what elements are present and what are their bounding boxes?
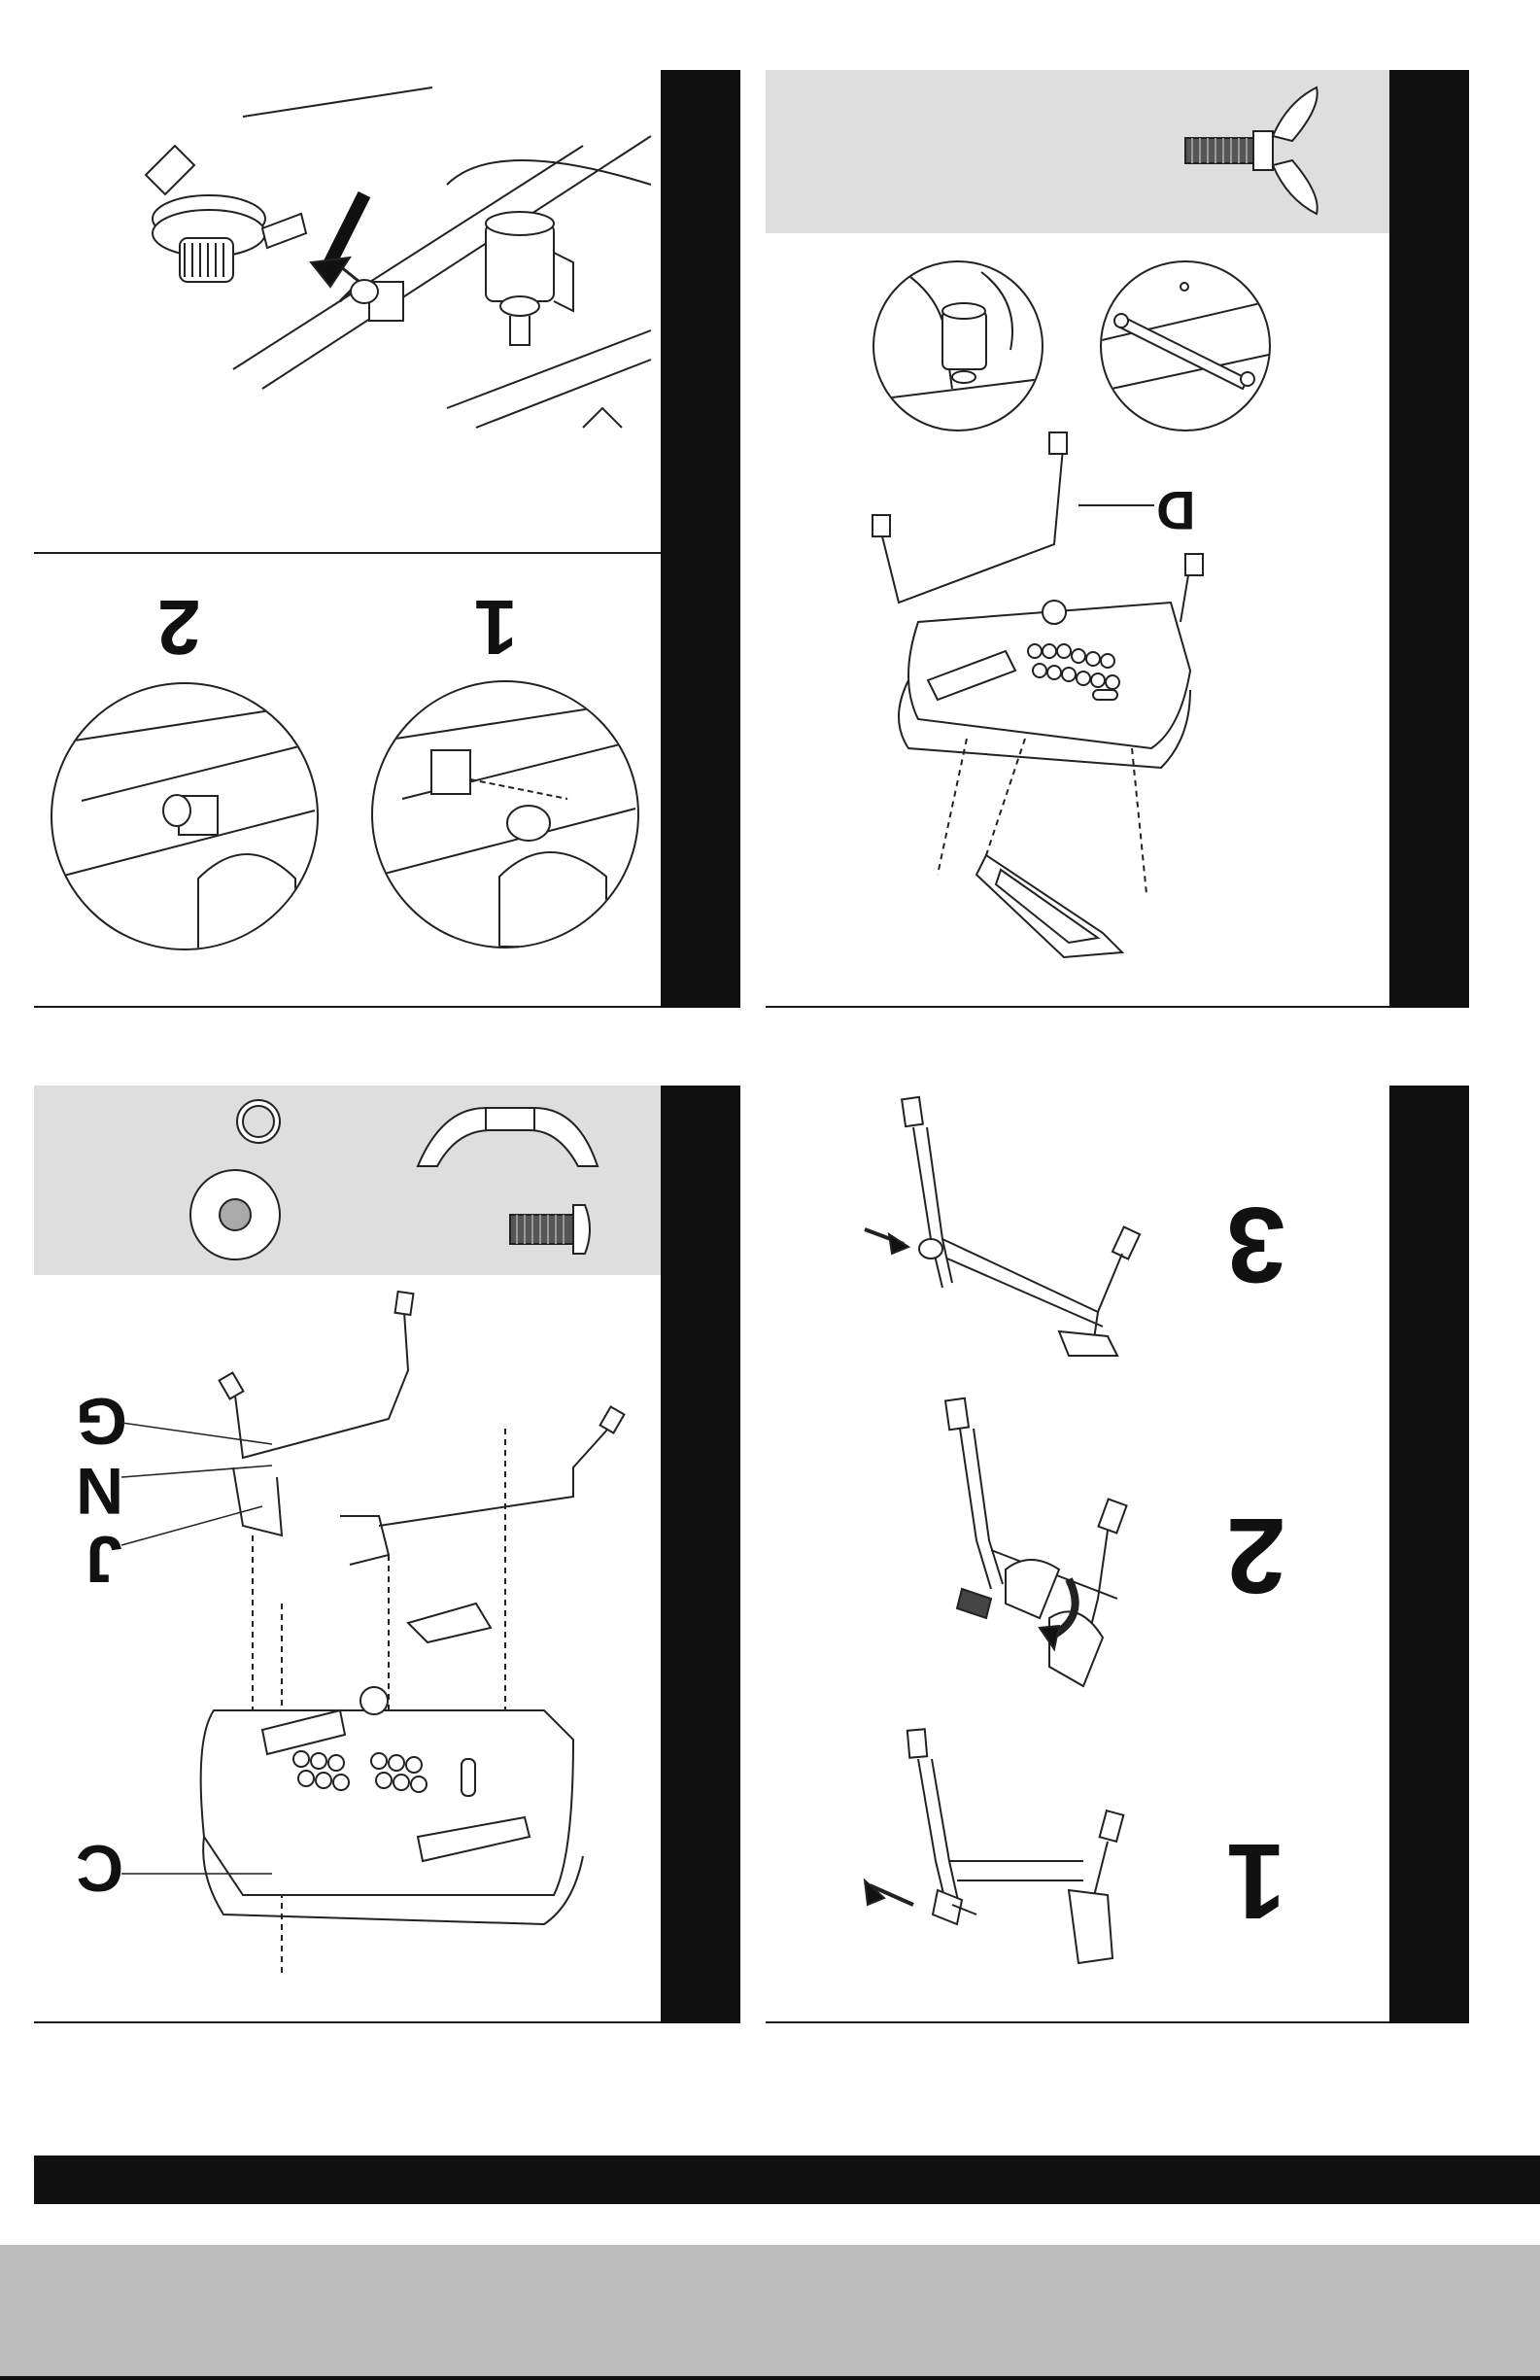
leg-step-1-illustration: [860, 1725, 1132, 1987]
footer-band: [0, 2245, 1540, 2380]
panel-bottom-left-bottom-rule: [34, 2021, 661, 2023]
detail-circle-burner-left: [873, 260, 1044, 431]
bolt-icon: [505, 1195, 598, 1263]
leg-step-number-2: 2: [1226, 1501, 1285, 1608]
regulator-connection-illustration: [126, 78, 661, 466]
panel-top-left-divider: [34, 552, 661, 554]
lock-ring-icon: [233, 1096, 284, 1147]
handle-icon: [413, 1103, 602, 1171]
flat-washer-icon: [187, 1166, 284, 1263]
callout-leaders-bottom-left: [117, 1409, 282, 1885]
panel-bottom-left-side-bar: [661, 1086, 740, 2023]
panel-top-left-bottom-rule: [34, 1006, 661, 1008]
panel-bottom-right-bottom-rule: [766, 2021, 1389, 2023]
panel-top-right-side-bar: [1389, 70, 1469, 1008]
leg-step-number-1: 1: [1226, 1827, 1285, 1934]
panel-bottom-right-side-bar: [1389, 1086, 1469, 2023]
detail-circle-step-1: [371, 680, 639, 949]
panel-top-left-side-bar: [661, 70, 740, 1008]
leg-step-number-3: 3: [1226, 1190, 1285, 1297]
detail-step-number-1: 1: [474, 588, 518, 666]
bottom-black-bar: [34, 2156, 1540, 2204]
callout-D-leader: [1078, 496, 1156, 515]
callout-D: D: [1156, 483, 1195, 537]
leg-step-2-illustration: [933, 1395, 1185, 1696]
detail-circle-step-2: [51, 682, 319, 950]
wing-screw-icon: [1181, 83, 1326, 219]
detail-step-number-2: 2: [157, 588, 201, 666]
leg-step-3-illustration: [845, 1093, 1137, 1375]
footer-bottom-line: [0, 2376, 1540, 2380]
detail-circle-bracket-right: [1100, 260, 1271, 431]
panel-top-right-bottom-rule: [766, 1006, 1389, 1008]
